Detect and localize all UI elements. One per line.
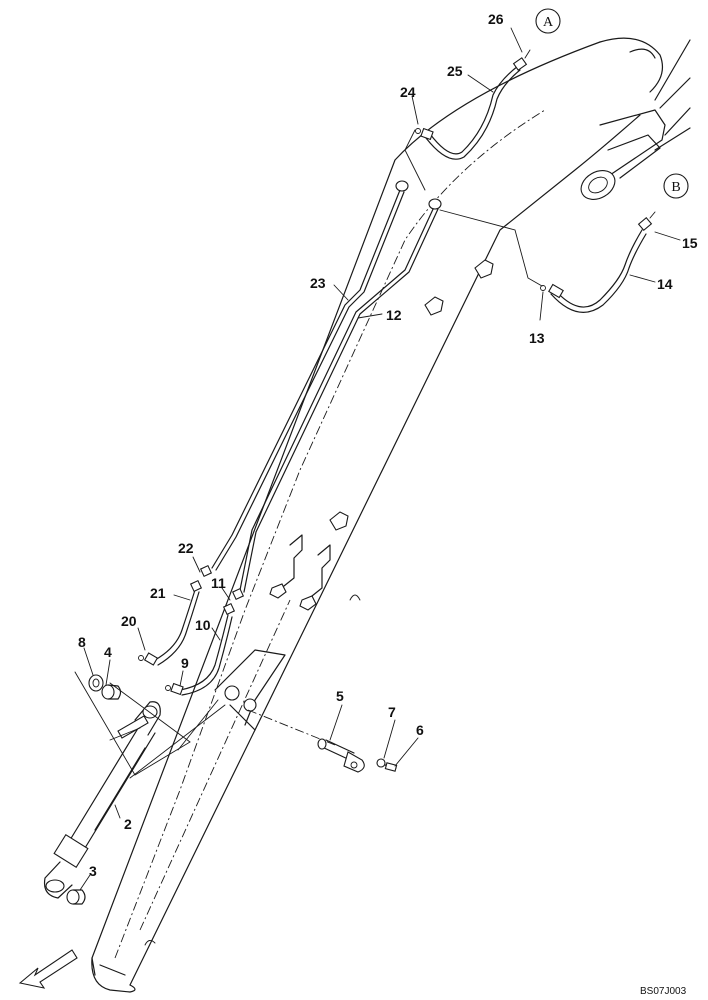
pin-assembly [317, 738, 398, 773]
lower-hinge-bracket [214, 649, 286, 731]
direction-arrow-icon [18, 949, 78, 989]
callout-9: 9 [181, 655, 189, 671]
hose-14 [540, 211, 656, 313]
callout-24: 24 [400, 84, 416, 100]
lower-hoses [138, 579, 236, 696]
drawing-code: BS07J003 [640, 986, 687, 997]
callout-20: 20 [121, 613, 137, 629]
pipe-clamps [269, 259, 494, 611]
callout-11: 11 [211, 575, 226, 591]
callout-10: 10 [195, 617, 211, 633]
callout-25: 25 [447, 63, 463, 79]
connector-A: A [535, 8, 561, 34]
rigid-pipes [199, 180, 442, 601]
arm-pivot-bracket [580, 39, 691, 200]
hydraulic-cylinder [43, 701, 161, 899]
callout-7: 7 [388, 704, 396, 720]
callout-6: 6 [416, 722, 424, 738]
callout-14: 14 [657, 276, 673, 292]
connector-A-label: A [543, 15, 554, 30]
callout-13: 13 [529, 330, 545, 346]
callout-22: 22 [178, 540, 194, 556]
callout-21: 21 [150, 585, 166, 601]
connector-B: B [663, 173, 689, 199]
callout-3: 3 [89, 863, 97, 879]
hose-25 [415, 49, 531, 160]
assembly-guide-lines [74, 671, 336, 779]
callout-15: 15 [682, 235, 698, 251]
bushings [66, 674, 122, 905]
connector-B-label: B [671, 180, 680, 195]
callout-2: 2 [124, 816, 132, 832]
leader-lines [79, 27, 681, 891]
arm-body [91, 37, 663, 993]
callout-26: 26 [488, 11, 504, 27]
callout-labels: 26 25 24 15 14 13 23 12 22 21 11 20 10 9… [78, 11, 698, 879]
callout-5: 5 [336, 688, 344, 704]
upper-connection-lines [404, 129, 543, 287]
callout-8: 8 [78, 634, 86, 650]
callout-23: 23 [310, 275, 326, 291]
callout-4: 4 [104, 644, 112, 660]
callout-12: 12 [386, 307, 402, 323]
